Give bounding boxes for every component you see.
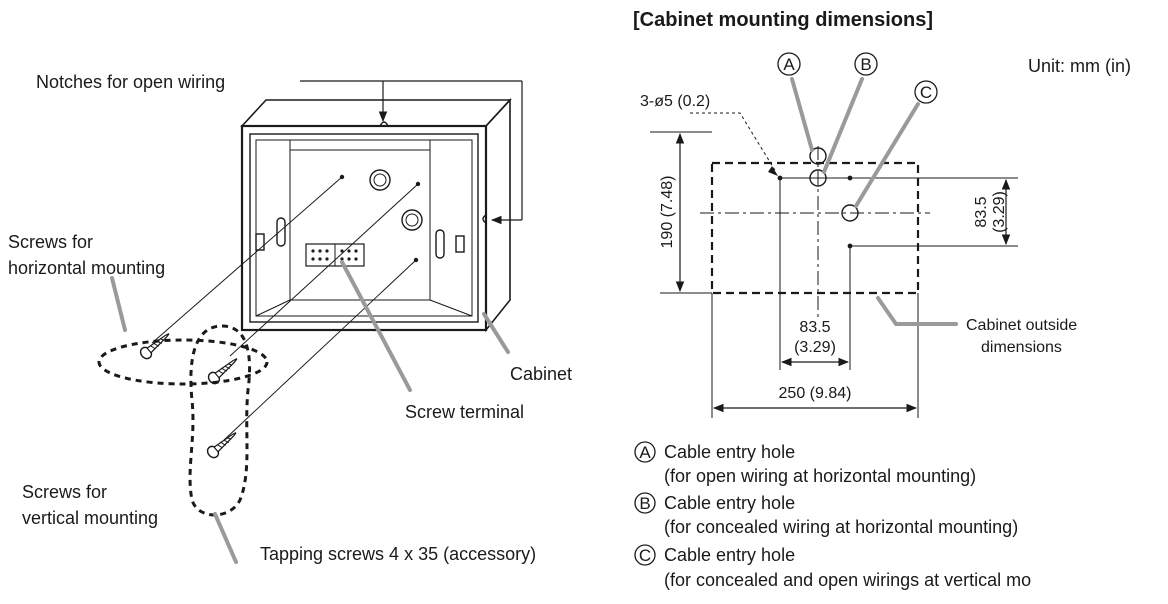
screw-terminal-block — [305, 243, 365, 267]
horizontal-screws-group — [97, 338, 269, 386]
legend: A Cable entry hole (for open wiring at h… — [639, 442, 1031, 590]
legend-marker-b: B — [639, 494, 650, 513]
screw-vertical — [206, 432, 237, 459]
marker-a: A — [783, 55, 795, 74]
screw-horizontal-1 — [139, 333, 170, 360]
screws-horizontal-label-1: Screws for — [8, 232, 93, 252]
width-dimension: 250 (9.84) — [779, 385, 852, 402]
legend-a-line2: (for open wiring at horizontal mounting) — [664, 466, 976, 486]
screw-terminal-label: Screw terminal — [405, 402, 524, 422]
legend-b-line2: (for concealed wiring at horizontal moun… — [664, 517, 1018, 537]
unit-label: Unit: mm (in) — [1028, 56, 1131, 76]
vertical-screws-group — [188, 324, 252, 517]
hole-spec-label: 3-ø5 (0.2) — [640, 93, 710, 110]
marker-b: B — [860, 55, 871, 74]
inner-width-dimension-1: 83.5 — [799, 319, 830, 336]
legend-c-line2: (for concealed and open wirings at verti… — [664, 570, 1031, 590]
outside-dimensions-label-2: dimensions — [981, 339, 1062, 356]
notches-label: Notches for open wiring — [36, 72, 225, 92]
outside-dimensions-label-1: Cabinet outside — [966, 317, 1077, 334]
right-dimension-2: (3.29) — [991, 191, 1008, 233]
dimensions-title: [Cabinet mounting dimensions] — [633, 9, 933, 31]
right-dimension-1: 83.5 — [973, 196, 990, 227]
screws-vertical-label-1: Screws for — [22, 482, 107, 502]
screws-horizontal-label-2: horizontal mounting — [8, 258, 165, 278]
legend-b-line1: Cable entry hole — [664, 493, 795, 513]
cabinet-illustration — [240, 97, 512, 333]
height-dimension: 190 (7.48) — [659, 176, 676, 249]
cabinet-label: Cabinet — [510, 364, 572, 384]
legend-c-line1: Cable entry hole — [664, 545, 795, 565]
tapping-screws-label: Tapping screws 4 x 35 (accessory) — [260, 544, 536, 564]
legend-marker-c: C — [639, 546, 651, 565]
dimension-drawing — [650, 52, 1018, 418]
legend-a-line1: Cable entry hole — [664, 442, 795, 462]
marker-c: C — [920, 83, 932, 102]
inner-width-dimension-2: (3.29) — [794, 339, 836, 356]
screws-vertical-label-2: vertical mounting — [22, 508, 158, 528]
legend-marker-a: A — [639, 443, 651, 462]
